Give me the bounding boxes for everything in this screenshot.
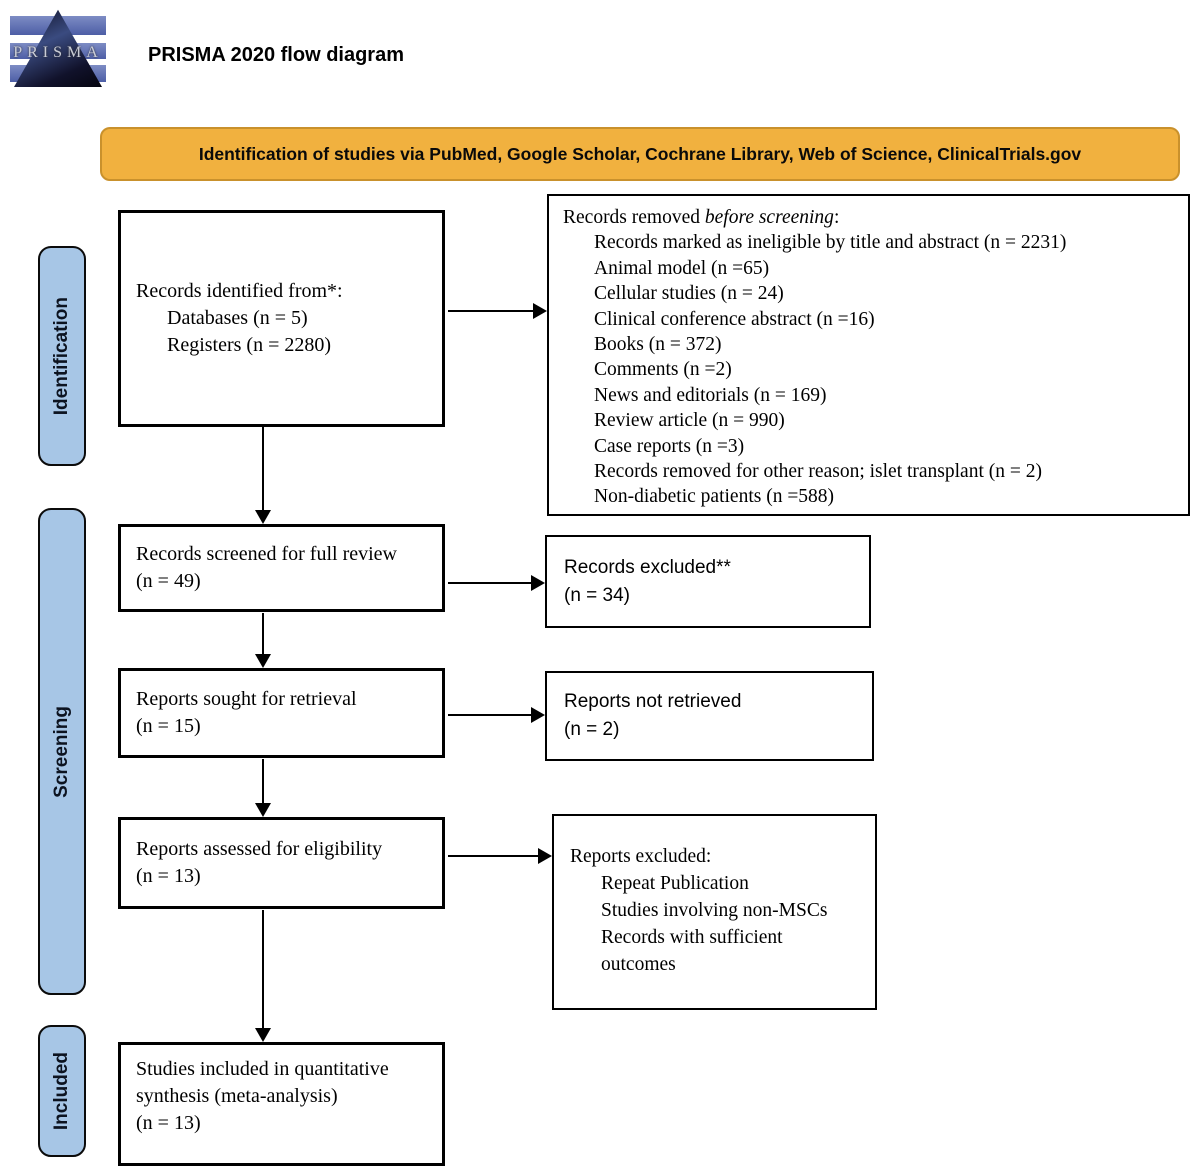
arrow-line-assessed-to-excluded (448, 855, 539, 857)
box-line: Databases (n = 5) (167, 307, 308, 329)
box-line: Studies included in quantitative (136, 1058, 389, 1080)
box-heading: Reports excluded: (570, 846, 712, 867)
arrow-line-assessed-to-included (262, 910, 264, 1029)
removal-reason-line: Cellular studies (n = 24) (594, 283, 784, 305)
arrowhead-right-icon (538, 848, 552, 864)
arrow-line-identified-to-removed (448, 310, 534, 312)
prisma-logo: PRISMA (10, 7, 106, 88)
arrow-line-identified-to-screened (262, 427, 264, 513)
box-reports-assessed: Reports assessed for eligibility (n = 13) (118, 817, 445, 909)
box-records-excluded: Records excluded** (n = 34) (545, 535, 871, 628)
arrowhead-down-icon (255, 510, 271, 524)
page-title: PRISMA 2020 flow diagram (148, 44, 404, 66)
box-line-list: Reports sought for retrieval (n = 15) (136, 686, 442, 740)
box-records-identified: Records identified from*: Databases (n =… (118, 210, 445, 427)
removal-reason-line: Books (n = 372) (594, 334, 722, 356)
box-line: Registers (n = 2280) (167, 334, 332, 356)
heading-prefix: Records removed (563, 207, 705, 228)
box-line: (n = 13) (136, 865, 201, 887)
logo-wordmark: PRISMA (13, 44, 103, 61)
heading-italic: before screening (704, 207, 834, 228)
box-line-list: Records marked as ineligible by title an… (563, 230, 1180, 509)
box-line: (n = 2) (564, 719, 620, 740)
stage-label-identification: Identification (38, 246, 86, 466)
arrowhead-right-icon (533, 303, 547, 319)
box-heading: Records removed before screening: (563, 205, 1180, 230)
box-line: (n = 34) (564, 584, 631, 606)
box-line: (n = 49) (136, 570, 201, 592)
banner-text: Identification of studies via PubMed, Go… (198, 143, 1082, 164)
box-records-removed: Records removed before screening: Record… (547, 194, 1190, 516)
arrowhead-down-icon (255, 803, 271, 817)
removal-reason-line: News and editorials (n = 169) (594, 384, 827, 406)
box-line: (n = 13) (136, 1112, 201, 1134)
stage-label-included: Included (38, 1025, 86, 1157)
box-line-list: Reports not retrieved (n = 2) (564, 688, 872, 744)
box-line-list: Records excluded** (n = 34) (564, 554, 869, 610)
box-line-list: Databases (n = 5) Registers (n = 2280) (136, 305, 442, 359)
box-reports-not-retrieved: Reports not retrieved (n = 2) (545, 671, 874, 761)
box-reports-sought: Reports sought for retrieval (n = 15) (118, 668, 445, 758)
removal-reason-line: Non-diabetic patients (n =588) (594, 486, 835, 508)
box-line-list: Studies included in quantitative synthesi… (136, 1056, 442, 1137)
arrow-line-screened-to-excluded (448, 582, 532, 584)
exclusion-reason-line: outcomes (601, 954, 676, 975)
exclusion-reason-line: Repeat Publication (601, 873, 749, 894)
box-studies-included: Studies included in quantitative synthesi… (118, 1042, 445, 1166)
arrow-line-sought-to-assessed (262, 759, 264, 804)
box-line: Reports not retrieved (564, 691, 742, 712)
box-line: Reports sought for retrieval (136, 688, 357, 710)
box-line: Reports assessed for eligibility (136, 838, 383, 860)
box-line: Records excluded** (564, 556, 731, 578)
stage-label-text: Identification (51, 296, 72, 416)
heading-suffix: : (833, 207, 840, 228)
stage-label-text: Screening (51, 705, 72, 798)
exclusion-reason-line: Records with sufficient (601, 927, 783, 948)
removal-reason-line: Animal model (n =65) (594, 257, 770, 279)
arrow-line-screened-to-sought (262, 613, 264, 655)
removal-reason-line: Records marked as ineligible by title an… (594, 232, 1067, 254)
removal-reason-line: Records removed for other reason; islet … (594, 461, 1042, 483)
arrow-line-sought-to-notretrieved (448, 714, 532, 716)
arrowhead-down-icon (255, 1028, 271, 1042)
box-line: synthesis (meta-analysis) (136, 1085, 338, 1107)
identification-sources-banner: Identification of studies via PubMed, Go… (100, 127, 1180, 181)
box-line-list: Records screened for full review (n = 49) (136, 541, 442, 595)
removal-reason-line: Review article (n = 990) (594, 410, 785, 432)
removal-reason-line: Case reports (n =3) (594, 435, 745, 457)
box-line-list: Reports assessed for eligibility (n = 13) (136, 836, 442, 890)
removal-reason-line: Comments (n =2) (594, 359, 732, 381)
exclusion-reason-line: Studies involving non-MSCs (601, 900, 828, 921)
arrowhead-right-icon (531, 707, 545, 723)
removal-reason-line: Clinical conference abstract (n =16) (594, 308, 875, 330)
box-line: (n = 15) (136, 715, 201, 737)
box-records-screened: Records screened for full review (n = 49) (118, 524, 445, 612)
stage-label-text: Included (51, 1051, 72, 1131)
arrowhead-down-icon (255, 654, 271, 668)
box-line: Records screened for full review (136, 543, 397, 565)
arrowhead-right-icon (531, 575, 545, 591)
stage-label-screening: Screening (38, 508, 86, 995)
box-heading: Records identified from*: (136, 280, 343, 302)
